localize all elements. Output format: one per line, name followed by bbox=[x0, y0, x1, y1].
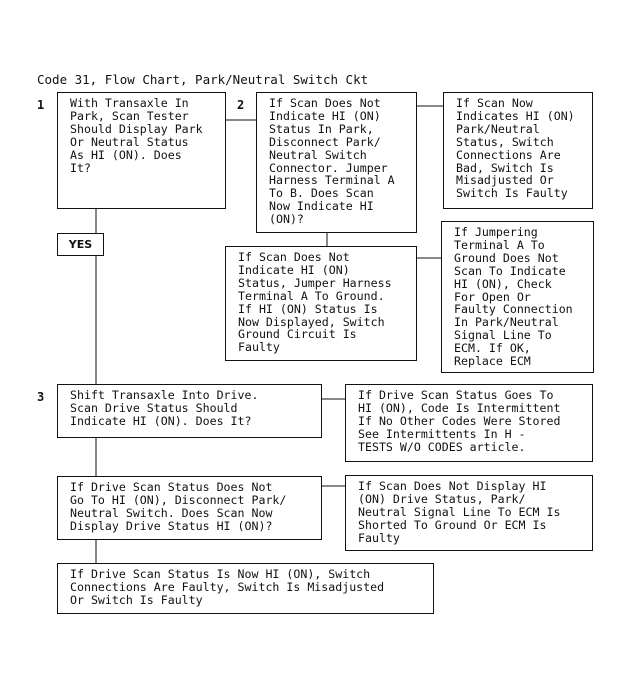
step2-no-box: If Scan Does Not Indicate HI (ON) Status… bbox=[225, 246, 417, 361]
step1-question-box: With Transaxle In Park, Scan Tester Shou… bbox=[57, 92, 226, 209]
step-number-1: 1 bbox=[37, 98, 45, 112]
step-number-3: 3 bbox=[37, 390, 45, 404]
step3-no-no-result-box: If Scan Does Not Display HI (ON) Drive S… bbox=[345, 475, 593, 551]
step3-no-box: If Drive Scan Status Does Not Go To HI (… bbox=[57, 476, 322, 540]
yes-label: YES bbox=[57, 233, 104, 256]
step2-yes-result-box: If Scan Now Indicates HI (ON) Park/Neutr… bbox=[443, 92, 593, 209]
step2-no-no-result-box: If Jumpering Terminal A To Ground Does N… bbox=[441, 221, 594, 373]
chart-title: Code 31, Flow Chart, Park/Neutral Switch… bbox=[37, 72, 369, 87]
step3-question-box: Shift Transaxle Into Drive. Scan Drive S… bbox=[57, 384, 322, 438]
step2-question-box: If Scan Does Not Indicate HI (ON) Status… bbox=[256, 92, 417, 233]
step-number-2: 2 bbox=[237, 98, 245, 112]
step3-final-result-box: If Drive Scan Status Is Now HI (ON), Swi… bbox=[57, 563, 434, 614]
step3-yes-result-box: If Drive Scan Status Goes To HI (ON), Co… bbox=[345, 384, 593, 462]
